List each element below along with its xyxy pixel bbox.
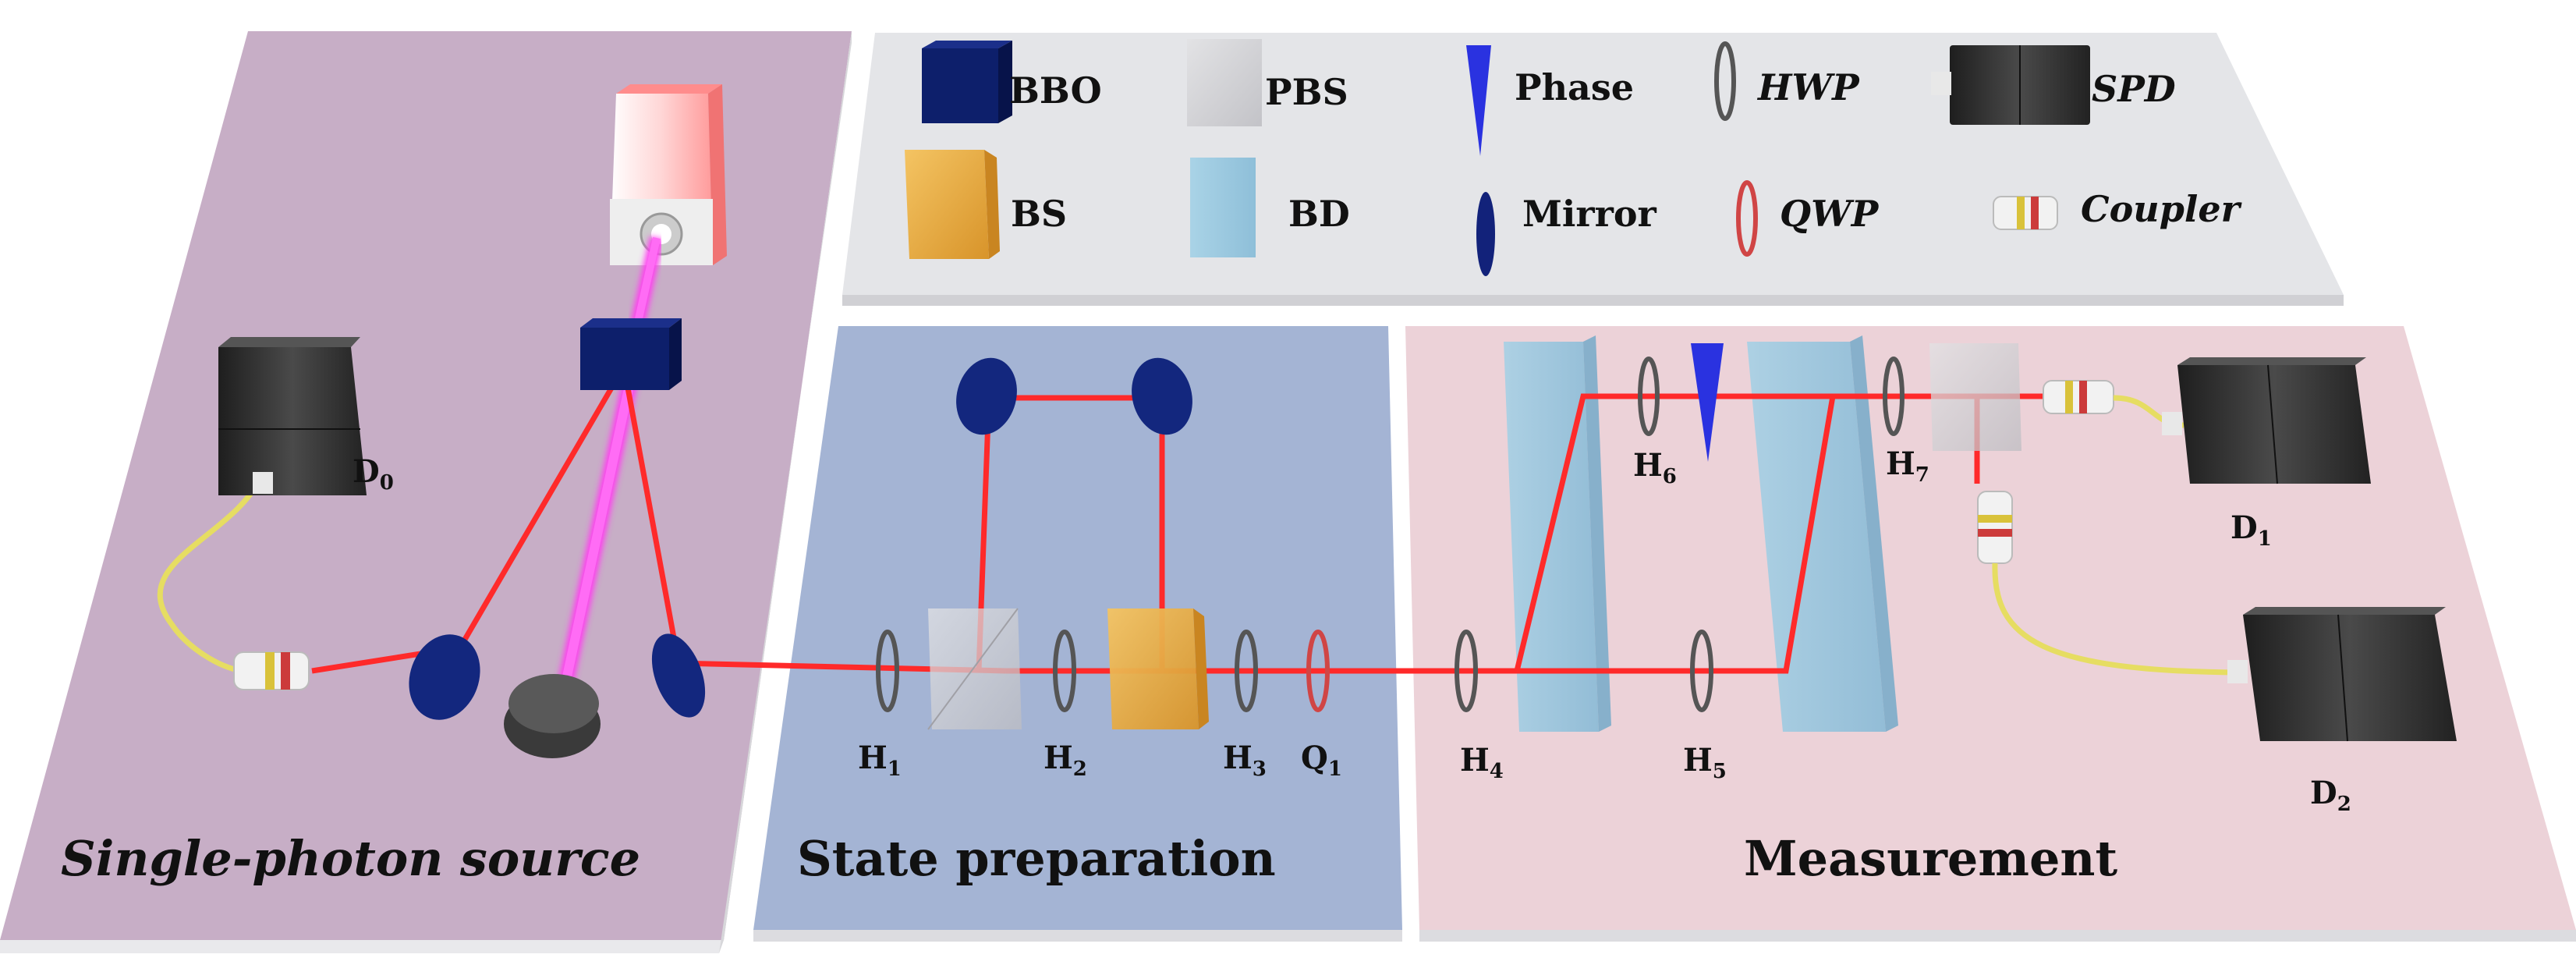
- legend-bd-icon: [1190, 158, 1256, 257]
- pbs-measurement: [1929, 343, 2021, 451]
- detector-d1: [2162, 357, 2371, 484]
- label-h6: H6: [1633, 447, 1677, 488]
- hwp-h1: [876, 630, 899, 712]
- label-q1: Q1: [1301, 740, 1342, 781]
- legend-spd-icon: [1931, 45, 2090, 125]
- source-mirror-left: [409, 634, 480, 720]
- legend-phase-icon: [1466, 45, 1491, 156]
- label-h4: H4: [1460, 742, 1504, 783]
- legend-coupler-icon: [1993, 196, 2058, 230]
- pbs-prep: [927, 608, 1022, 730]
- svg-text:H5: H5: [1683, 742, 1727, 783]
- bbo-crystal: [580, 318, 682, 390]
- prep-mirror-right: [1132, 357, 1192, 435]
- label-h1: H1: [858, 740, 902, 781]
- legend-label-phase: Phase: [1515, 66, 1634, 108]
- legend-pbs-icon: [1187, 39, 1262, 126]
- hwp-h2: [1053, 630, 1076, 712]
- pump-laser: [610, 84, 727, 265]
- source-mirror-right: [651, 633, 706, 718]
- svg-text:H3: H3: [1223, 740, 1267, 781]
- svg-text:Q1: Q1: [1301, 740, 1342, 781]
- panel-state-preparation: [753, 326, 1402, 942]
- legend-label-mirror: Mirror: [1522, 193, 1657, 235]
- legend-bs-icon: [905, 150, 1000, 259]
- hwp-h6: [1638, 357, 1660, 436]
- legend-label-hwp: HWP: [1756, 66, 1860, 108]
- svg-text:H4: H4: [1460, 742, 1504, 783]
- label-h2: H2: [1044, 740, 1087, 781]
- legend-label-spd: SPD: [2092, 68, 2176, 110]
- svg-text:D2: D2: [2310, 775, 2351, 816]
- fiber-d0: [157, 474, 264, 674]
- svg-text:H2: H2: [1044, 740, 1087, 781]
- label-d2: D2: [2310, 775, 2351, 816]
- legend-label-qwp: QWP: [1780, 193, 1880, 235]
- fiber-d2: [1992, 562, 2239, 676]
- legend-qwp-icon: [1736, 180, 1758, 257]
- prep-mirror-left: [956, 357, 1017, 435]
- legend-label-bbo: BBO: [1009, 69, 1102, 112]
- hwp-h7: [1883, 357, 1905, 436]
- label-h5: H5: [1683, 742, 1727, 783]
- legend-label-bs: BS: [1011, 193, 1067, 235]
- detector-d0: [218, 337, 367, 495]
- coupler-d1: [2043, 380, 2114, 414]
- legend-label-coupler: Coupler: [2081, 188, 2243, 230]
- bd-right: [1747, 335, 1898, 732]
- svg-text:H7: H7: [1886, 445, 1929, 487]
- label-h3: H3: [1223, 740, 1267, 781]
- hwp-h5: [1690, 630, 1713, 712]
- coupler-d2: [1977, 491, 2013, 564]
- label-d0: D0: [353, 453, 394, 495]
- legend-bbo-icon: [922, 41, 1012, 123]
- legend-label-pbs: PBS: [1265, 71, 1348, 113]
- qwp-q1: [1306, 630, 1330, 712]
- detector-d2: [2227, 607, 2457, 742]
- legend-label-bd: BD: [1288, 193, 1350, 235]
- hwp-h3: [1235, 630, 1258, 712]
- panel-title-measurement: Measurement: [1744, 830, 2117, 887]
- panel-title-source: Single-photon source: [61, 830, 640, 887]
- svg-text:H6: H6: [1633, 447, 1677, 488]
- svg-text:H1: H1: [858, 740, 902, 781]
- label-h7: H7: [1886, 445, 1929, 487]
- phase-plate: [1691, 343, 1724, 462]
- beam-dump: [504, 674, 601, 758]
- legend-mirror-icon: [1476, 192, 1495, 276]
- hwp-h4: [1455, 630, 1478, 712]
- svg-text:D1: D1: [2231, 509, 2272, 551]
- coupler-source: [233, 651, 310, 690]
- svg-text:D0: D0: [353, 453, 394, 495]
- legend-hwp-icon: [1714, 41, 1736, 121]
- bs-prep: [1107, 608, 1209, 729]
- label-d1: D1: [2231, 509, 2272, 551]
- panel-title-preparation: State preparation: [797, 830, 1276, 887]
